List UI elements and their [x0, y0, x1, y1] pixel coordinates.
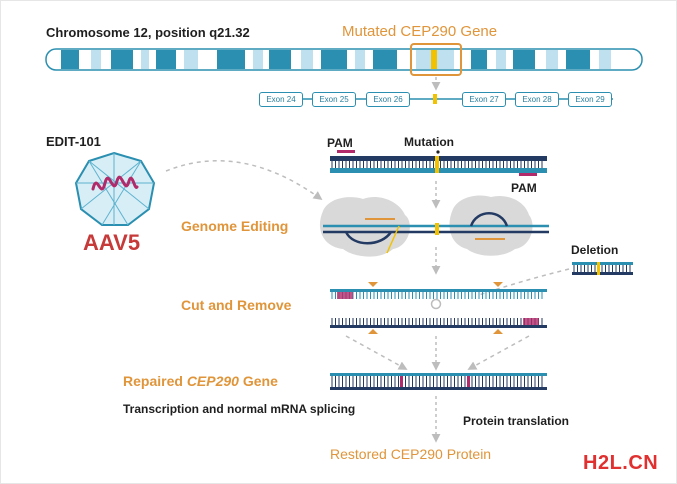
exon-26: Exon 26 [366, 92, 410, 107]
chromosome-label: Chromosome 12, position q21.32 [46, 25, 250, 40]
restored-protein-label: Restored CEP290 Protein [330, 446, 492, 462]
protein-translation-label: Protein translation [463, 414, 570, 428]
pam-top-label: PAM [327, 136, 353, 150]
exon-27: Exon 27 [462, 92, 506, 107]
deletion-label: Deletion [571, 243, 619, 257]
exon-24: Exon 24 [259, 92, 303, 107]
gene-highlight-box [410, 43, 462, 76]
aav5-label: AAV5 [83, 230, 141, 255]
target-dna [330, 150, 547, 176]
mutation-label: Mutation [404, 135, 454, 149]
cut-strand-bottom [330, 318, 547, 334]
arrow-right-to-repaired [467, 335, 530, 370]
step-genome-editing: Genome Editing [181, 218, 289, 234]
gene-title: Mutated CEP290 Gene [342, 23, 498, 40]
exon-mutation-marker [433, 94, 437, 104]
transcription-label: Transcription and normal mRNA splicing [123, 402, 356, 416]
pam-bottom-label: PAM [511, 181, 537, 195]
edit-101-label: EDIT-101 [46, 134, 101, 149]
repaired-gene-label: Repaired CEP290 Gene [123, 373, 278, 389]
arrow-left-to-repaired [345, 335, 408, 370]
step-cut-remove: Cut and Remove [181, 297, 292, 313]
aav5-capsid-icon [74, 151, 156, 226]
cut-site-circle [430, 298, 442, 310]
exon-28: Exon 28 [515, 92, 559, 107]
genome-editing-illustration [319, 195, 549, 257]
deletion-fragment [572, 262, 633, 275]
watermark: H2L.CN [583, 452, 659, 474]
mutation-dot [436, 150, 440, 154]
arrow-deletion [478, 268, 570, 296]
chromosome-bar [45, 48, 643, 71]
exon-29: Exon 29 [568, 92, 612, 107]
exon-25: Exon 25 [312, 92, 356, 107]
repaired-dna [330, 373, 547, 390]
arrow-aav-to-dna [165, 160, 323, 201]
cut-strand-top [330, 282, 547, 299]
